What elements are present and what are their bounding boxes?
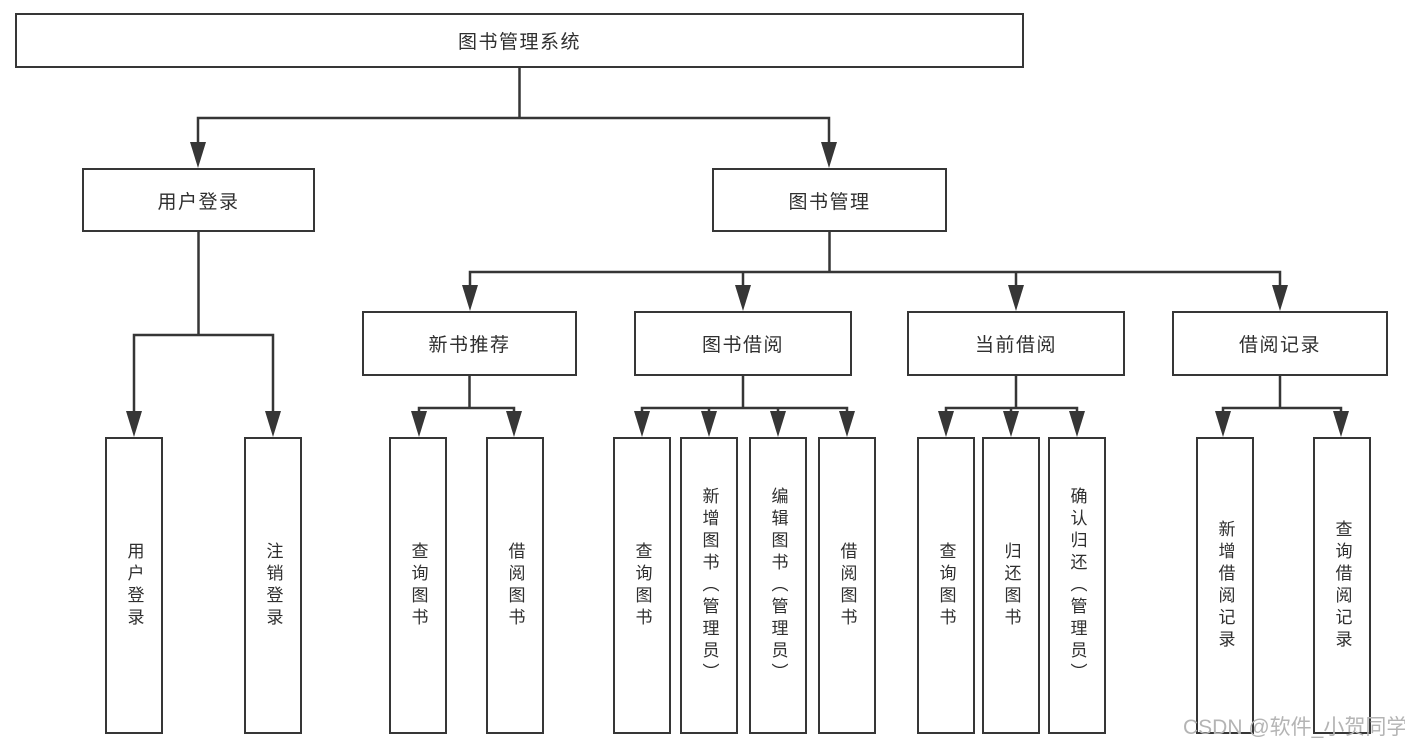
- csdn-watermark: CSDN @软件_小贺同学: [1183, 716, 1405, 739]
- leaf-label: 编辑图书（管理员）: [768, 486, 788, 685]
- leaf-borrow-query-books: 查询图书: [613, 437, 671, 734]
- leaf-user-login: 用户登录: [105, 437, 163, 734]
- leaf-borrow-edit-books-admin: 编辑图书（管理员）: [749, 437, 807, 734]
- node-current-borrow: 当前借阅: [907, 311, 1125, 376]
- leaf-label: 注销登录: [263, 541, 283, 630]
- node-borrow-records: 借阅记录: [1172, 311, 1388, 376]
- leaf-current-query-books: 查询图书: [917, 437, 975, 734]
- node-book-management: 图书管理: [712, 168, 947, 232]
- leaf-label: 确认归还（管理员）: [1067, 486, 1087, 685]
- leaf-label: 归还图书: [1001, 541, 1021, 630]
- leaf-borrow-borrow-books: 借阅图书: [818, 437, 876, 734]
- leaf-records-query-record: 查询借阅记录: [1313, 437, 1371, 734]
- arrowheads: [126, 142, 1349, 437]
- leaf-borrow-add-books-admin: 新增图书（管理员）: [680, 437, 738, 734]
- leaf-label: 新增借阅记录: [1215, 519, 1235, 652]
- node-root: 图书管理系统: [15, 13, 1024, 68]
- node-user-login: 用户登录: [82, 168, 315, 232]
- leaf-label: 查询借阅记录: [1332, 519, 1352, 652]
- leaf-label: 查询图书: [632, 541, 652, 630]
- leaf-label: 用户登录: [124, 541, 144, 630]
- leaf-logout: 注销登录: [244, 437, 302, 734]
- leaf-current-confirm-return-admin: 确认归还（管理员）: [1048, 437, 1106, 734]
- leaf-label: 新增图书（管理员）: [699, 486, 719, 685]
- connector-shafts: [132, 66, 1343, 415]
- leaf-label: 借阅图书: [505, 541, 525, 630]
- leaf-records-add-record: 新增借阅记录: [1196, 437, 1254, 734]
- leaf-label: 借阅图书: [837, 541, 857, 630]
- node-book-borrow: 图书借阅: [634, 311, 852, 376]
- leaf-current-return-books: 归还图书: [982, 437, 1040, 734]
- leaf-recommend-borrow-books: 借阅图书: [486, 437, 544, 734]
- leaf-recommend-query-books: 查询图书: [389, 437, 447, 734]
- node-new-book-recommend: 新书推荐: [362, 311, 577, 376]
- leaf-label: 查询图书: [936, 541, 956, 630]
- leaf-label: 查询图书: [408, 541, 428, 630]
